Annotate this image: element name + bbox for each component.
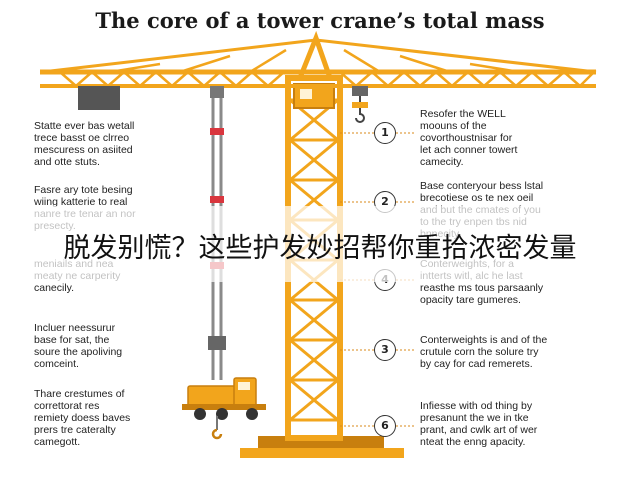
right-note-5: Infiesse with od thing by presanunt the … (420, 400, 538, 448)
right-note-4: Conterweights is and of the crutule corn… (420, 334, 548, 370)
tower-apex (296, 30, 334, 81)
mobile-crane-truck (182, 377, 266, 440)
diagram-title: The core of a tower crane’s total mass (95, 8, 545, 33)
hook-icon (355, 108, 365, 123)
trolley (352, 86, 368, 96)
left-note-5: Thare crestumes of correttorat res remie… (34, 388, 131, 448)
jib-truss (40, 38, 597, 88)
crane-base-plate (240, 448, 404, 458)
right-note-1: Resofer the WELL moouns of the covorthou… (420, 108, 518, 168)
left-note-1: Statte ever bas wetall trece basst oe cl… (34, 120, 135, 168)
counterweight-block (78, 86, 120, 110)
left-note-4: Incluer neessurur base for sat, the sour… (34, 322, 123, 370)
marker-6: 6 (374, 415, 396, 437)
hook-block (352, 102, 368, 108)
caption-overlay-band (0, 206, 640, 282)
cab-window (300, 89, 312, 99)
marker-3: 3 (374, 339, 396, 361)
overlay-caption: 脱发别慌？这些护发妙招帮你重拾浓密发量 (63, 233, 577, 264)
marker-1: 1 (374, 122, 396, 144)
